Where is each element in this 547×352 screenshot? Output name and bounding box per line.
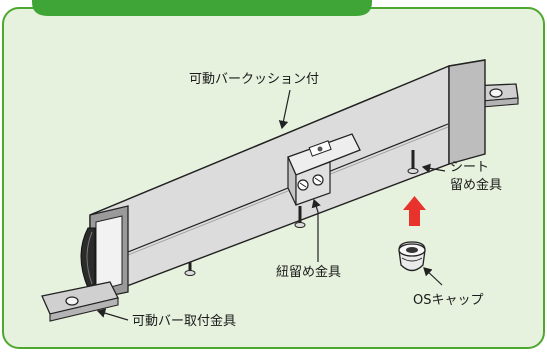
label-sheet-fixture-line2: 留め金具 bbox=[450, 177, 502, 193]
callout-arrow-bar-mount bbox=[96, 308, 129, 321]
movable-bar bbox=[89, 59, 486, 302]
label-bar-mount-fixture: 可動バー取付金具 bbox=[132, 313, 236, 329]
left-end-cap bbox=[80, 205, 129, 301]
bolt-sheet-fixture bbox=[407, 150, 419, 174]
label-string-fixture: 紐留め金具 bbox=[276, 264, 341, 280]
callout-arrow-sheet-fixture bbox=[421, 163, 446, 174]
left-mount-bracket bbox=[41, 281, 119, 322]
header-tab bbox=[32, 0, 372, 16]
label-cushion-bar: 可動バークッション付 bbox=[189, 72, 319, 87]
os-cap-icon bbox=[398, 241, 426, 272]
bolt-middle bbox=[294, 206, 306, 228]
bolt-left bbox=[184, 262, 196, 276]
red-up-arrow-icon bbox=[403, 196, 426, 226]
label-os-cap: OSキャップ bbox=[413, 293, 484, 308]
callout-arrow-string-fixture bbox=[311, 198, 321, 262]
label-sheet-fixture-line1: シート bbox=[450, 160, 489, 175]
string-fixture-bracket bbox=[287, 133, 361, 206]
callout-arrow-os-cap bbox=[423, 267, 443, 286]
callout-arrow-cushion-bar bbox=[278, 89, 291, 130]
